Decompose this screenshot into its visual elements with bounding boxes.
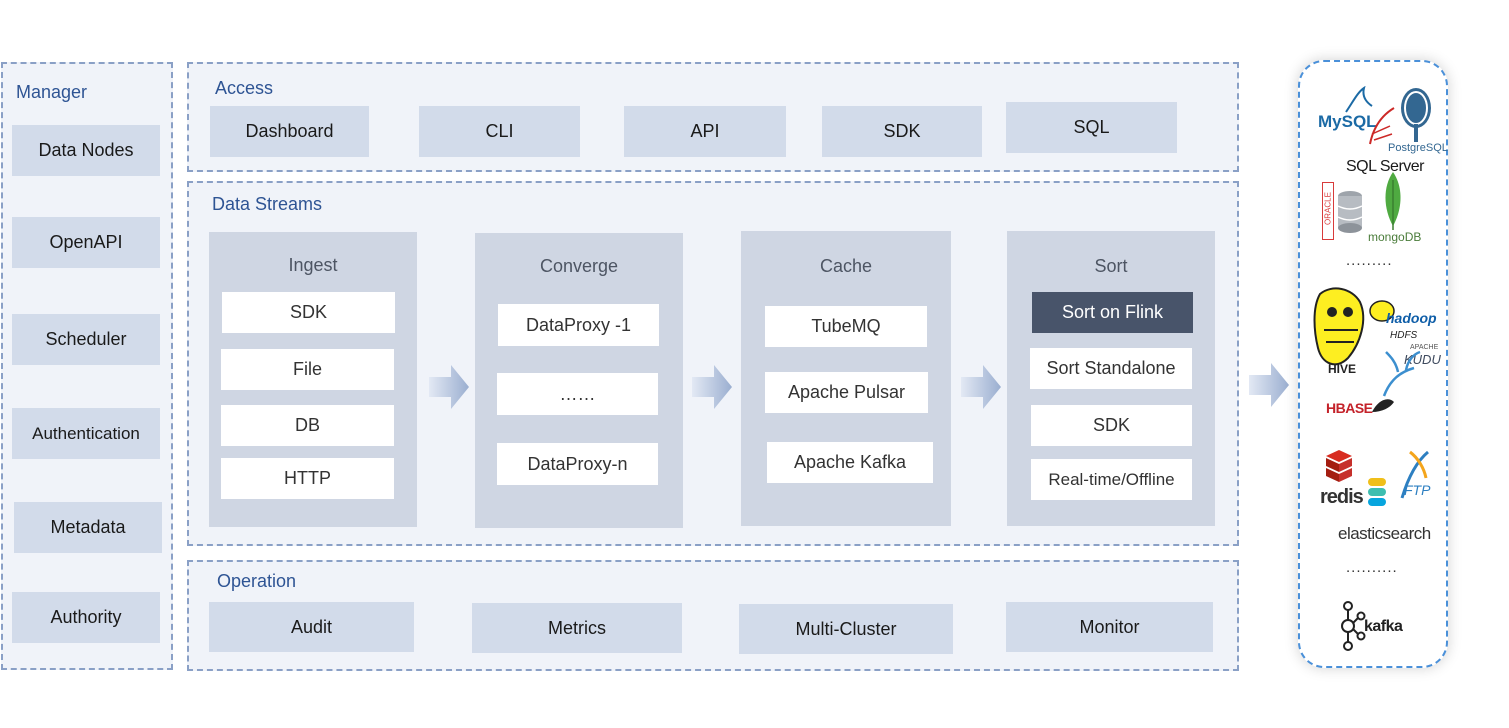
- hdfs-label: HDFS: [1390, 330, 1418, 341]
- manager-openapi[interactable]: OpenAPI: [12, 217, 160, 268]
- cache-tubemq[interactable]: TubeMQ: [765, 306, 927, 347]
- stage-converge: Converge DataProxy -1 …… DataProxy-n: [475, 233, 683, 528]
- access-sql[interactable]: SQL: [1006, 102, 1177, 153]
- postgresql-label: PostgreSQL: [1388, 142, 1448, 154]
- sort-on-flink[interactable]: Sort on Flink: [1032, 292, 1193, 333]
- hadoop-label: hadoop: [1386, 310, 1437, 326]
- hadoop-elephant-icon: [1369, 300, 1395, 322]
- postgresql-elephant-icon: [1401, 88, 1431, 142]
- sqlserver-icon: [1369, 107, 1395, 145]
- cache-apache-pulsar[interactable]: Apache Pulsar: [765, 372, 928, 413]
- access-api[interactable]: API: [624, 106, 786, 157]
- converge-dataproxy-n[interactable]: DataProxy-n: [497, 443, 658, 485]
- stage-sort: Sort Sort on Flink Sort Standalone SDK R…: [1007, 231, 1215, 526]
- stage-cache: Cache TubeMQ Apache Pulsar Apache Kafka: [741, 231, 951, 526]
- redis-label: redis: [1320, 486, 1364, 508]
- cache-apache-kafka[interactable]: Apache Kafka: [767, 442, 933, 483]
- manager-panel: Manager Data Nodes OpenAPI Scheduler Aut…: [1, 62, 173, 670]
- elasticsearch-label: elasticsearch: [1338, 524, 1431, 543]
- arrow-right-icon: [1249, 363, 1289, 407]
- manager-scheduler[interactable]: Scheduler: [12, 314, 160, 365]
- hive-label: HIVE: [1328, 362, 1357, 376]
- ellipsis-dots-top: .........: [1346, 252, 1393, 269]
- stage-ingest: Ingest SDK File DB HTTP: [209, 232, 417, 527]
- arrow-right-icon: [961, 365, 1001, 409]
- operation-audit[interactable]: Audit: [209, 602, 414, 652]
- dolphin-icon: [1345, 86, 1373, 113]
- manager-data-nodes[interactable]: Data Nodes: [12, 125, 160, 176]
- converge-dataproxy-1[interactable]: DataProxy -1: [498, 304, 659, 346]
- stage-sort-title: Sort: [1094, 256, 1128, 276]
- mongodb-leaf-icon: [1385, 172, 1401, 230]
- access-panel: Access Dashboard CLI API SDK SQL: [187, 62, 1239, 172]
- operation-metrics[interactable]: Metrics: [472, 603, 682, 653]
- elasticsearch-icon: [1368, 478, 1386, 506]
- stage-converge-title: Converge: [539, 256, 619, 276]
- access-dashboard[interactable]: Dashboard: [210, 106, 369, 157]
- data-streams-title: Data Streams: [212, 194, 323, 214]
- sqlserver-label: SQL Server: [1346, 158, 1425, 175]
- hbase-label: HBASE: [1326, 400, 1373, 416]
- ecosystem-panel: MySQL PostgreSQL SQL Server ORACLE mongo…: [1298, 60, 1448, 668]
- ingest-db[interactable]: DB: [221, 405, 394, 446]
- converge-ellipsis: ……: [497, 373, 658, 415]
- ftp-label: FTP: [1404, 482, 1431, 498]
- access-cli[interactable]: CLI: [419, 106, 580, 157]
- manager-metadata[interactable]: Metadata: [14, 502, 162, 553]
- redis-cube-icon: [1326, 450, 1352, 482]
- ftp-icon: [1400, 450, 1429, 499]
- sort-standalone[interactable]: Sort Standalone: [1030, 348, 1192, 389]
- manager-authority[interactable]: Authority: [12, 592, 160, 643]
- arrow-right-icon: [692, 365, 732, 409]
- operation-panel: Operation Audit Metrics Multi-Cluster Mo…: [187, 560, 1239, 671]
- database-icon: [1337, 191, 1363, 233]
- ingest-file[interactable]: File: [221, 349, 394, 390]
- sort-sdk[interactable]: SDK: [1031, 405, 1192, 446]
- stage-ingest-title: Ingest: [288, 255, 338, 275]
- manager-title: Manager: [16, 82, 88, 102]
- ingest-http[interactable]: HTTP: [221, 458, 394, 499]
- access-sdk[interactable]: SDK: [822, 106, 982, 157]
- manager-authentication[interactable]: Authentication: [12, 408, 160, 459]
- hbase-orca-icon: [1372, 399, 1394, 412]
- mysql-logo: MySQL: [1318, 112, 1377, 131]
- oracle-logo: ORACLE: [1322, 182, 1364, 240]
- kudu-apache-label: APACHE: [1410, 344, 1439, 351]
- kudu-antelope-icon: [1382, 350, 1421, 397]
- operation-title: Operation: [217, 571, 297, 591]
- ellipsis-dots-bottom: ..........: [1346, 559, 1398, 576]
- data-streams-panel: Data Streams Ingest SDK File DB HTTP Con…: [187, 181, 1239, 546]
- kafka-label: kafka: [1364, 618, 1403, 635]
- hive-bee-icon: [1313, 287, 1365, 366]
- stage-cache-title: Cache: [819, 256, 873, 276]
- access-title: Access: [215, 78, 274, 98]
- ingest-sdk[interactable]: SDK: [222, 292, 395, 333]
- arrow-right-icon: [429, 365, 469, 409]
- mongodb-label: mongoDB: [1368, 230, 1422, 244]
- kafka-icon: [1341, 601, 1366, 651]
- operation-multi-cluster[interactable]: Multi-Cluster: [739, 604, 953, 654]
- sort-realtime-offline[interactable]: Real-time/Offline: [1031, 459, 1192, 500]
- operation-monitor[interactable]: Monitor: [1006, 602, 1213, 652]
